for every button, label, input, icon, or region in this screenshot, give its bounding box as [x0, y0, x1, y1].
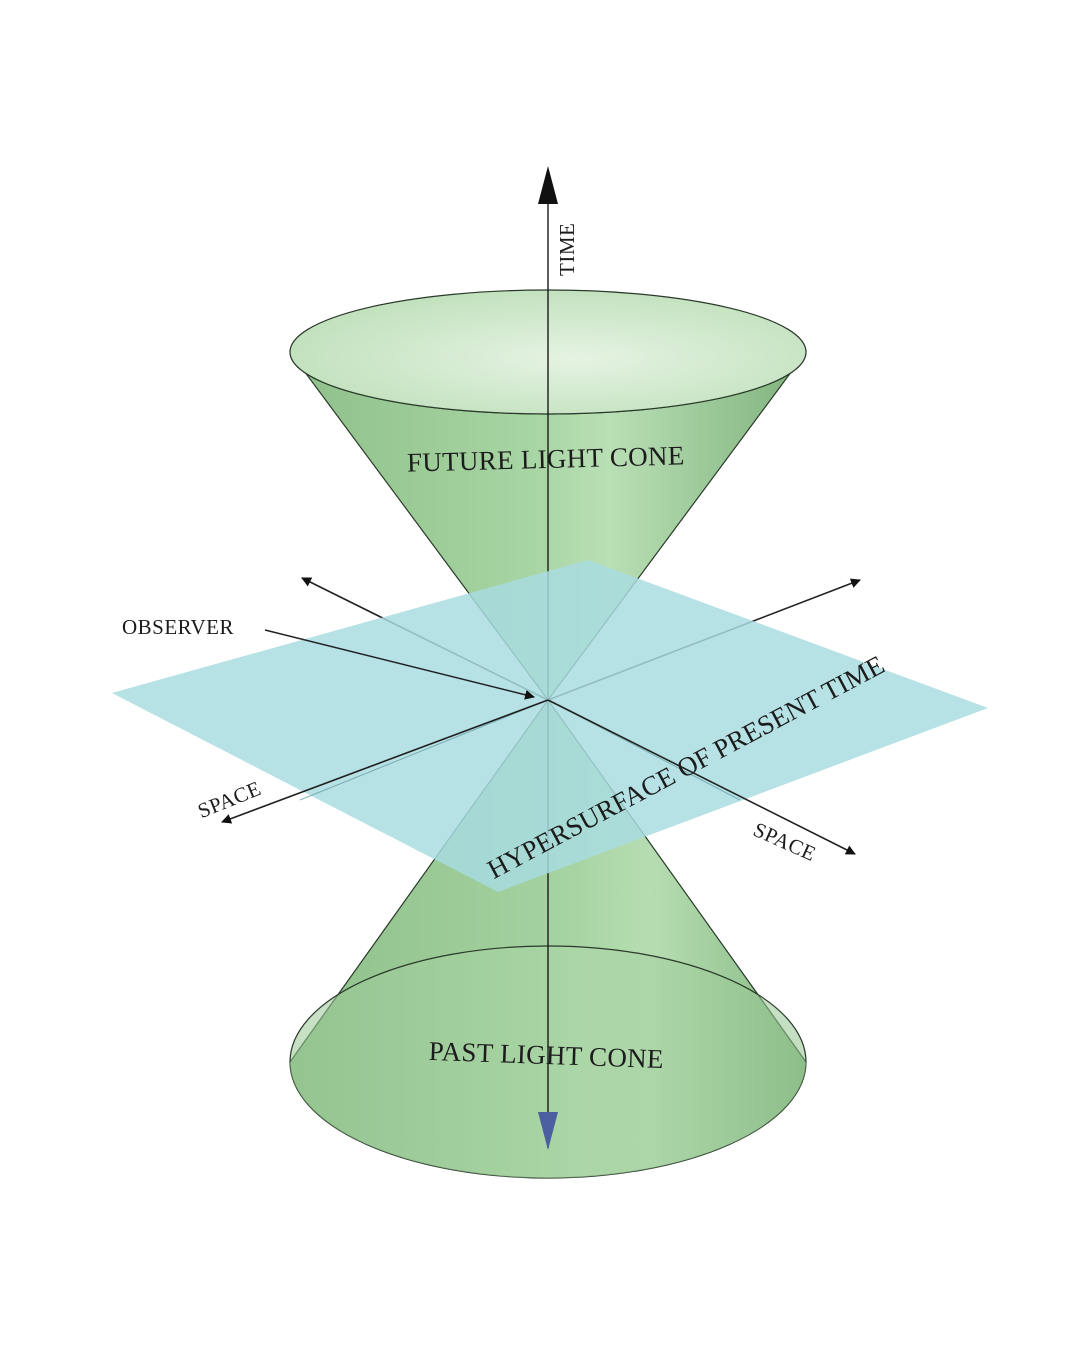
- time-arrow-down-icon: [538, 1112, 558, 1150]
- observer-label: OBSERVER: [122, 615, 234, 639]
- space-axis-right-arrow: [547, 699, 856, 855]
- time-axis-label: TIME: [555, 223, 579, 276]
- future-light-cone-label: FUTURE LIGHT CONE: [407, 440, 685, 477]
- space-axis-left-arrow: [221, 699, 549, 824]
- time-arrow-up-icon: [538, 166, 558, 204]
- space-right-label: SPACE: [750, 817, 820, 866]
- space-left-label: SPACE: [194, 776, 264, 823]
- observer-pointer: [264, 629, 535, 700]
- space-axes-front: [221, 699, 856, 855]
